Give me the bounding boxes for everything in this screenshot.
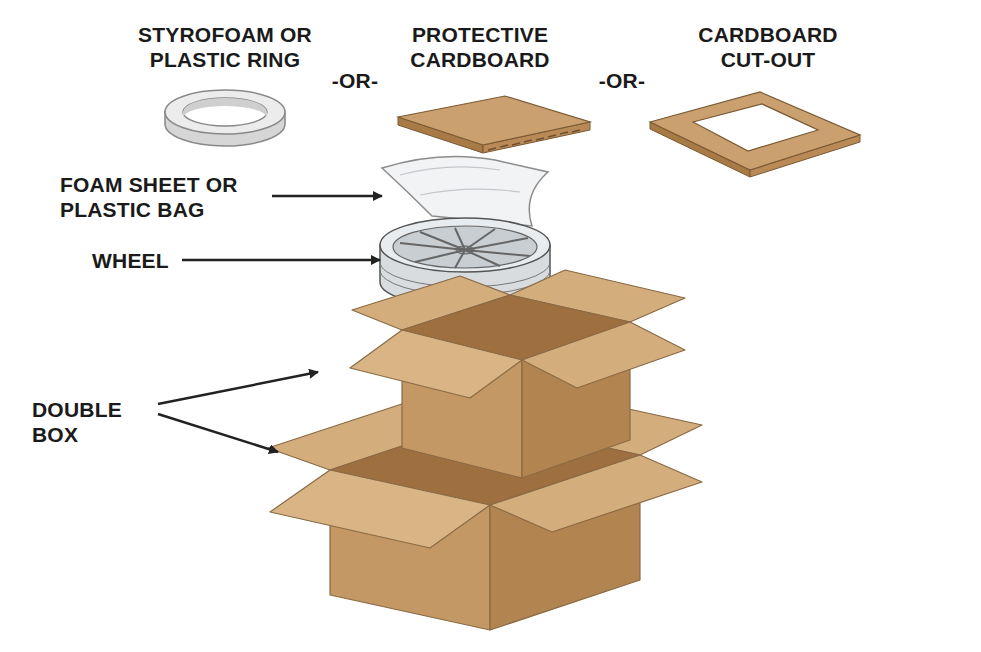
- part-label: STYROFOAM OR PLASTIC RING: [125, 22, 325, 72]
- leader-arrows: [158, 196, 382, 452]
- part-label: PROTECTIVE CARDBOARD: [400, 22, 560, 72]
- leader-arrow: [272, 195, 382, 198]
- inner-box: [350, 270, 685, 478]
- or-label: -OR-: [325, 68, 385, 93]
- or-label: -OR-: [592, 68, 652, 93]
- protective-cardboard: [398, 96, 590, 153]
- foam-sheet: [382, 156, 548, 226]
- part-label: FOAM SHEET OR PLASTIC BAG: [60, 172, 270, 222]
- leader-arrow: [158, 372, 318, 404]
- part-label: CARDBOARD CUT-OUT: [688, 22, 848, 72]
- styrofoam-ring: [165, 90, 285, 146]
- cardboard-cutout: [650, 92, 860, 177]
- part-label: DOUBLE BOX: [32, 397, 172, 447]
- leader-arrow: [182, 259, 380, 262]
- part-label: WHEEL: [92, 248, 192, 273]
- leader-arrow: [158, 414, 278, 452]
